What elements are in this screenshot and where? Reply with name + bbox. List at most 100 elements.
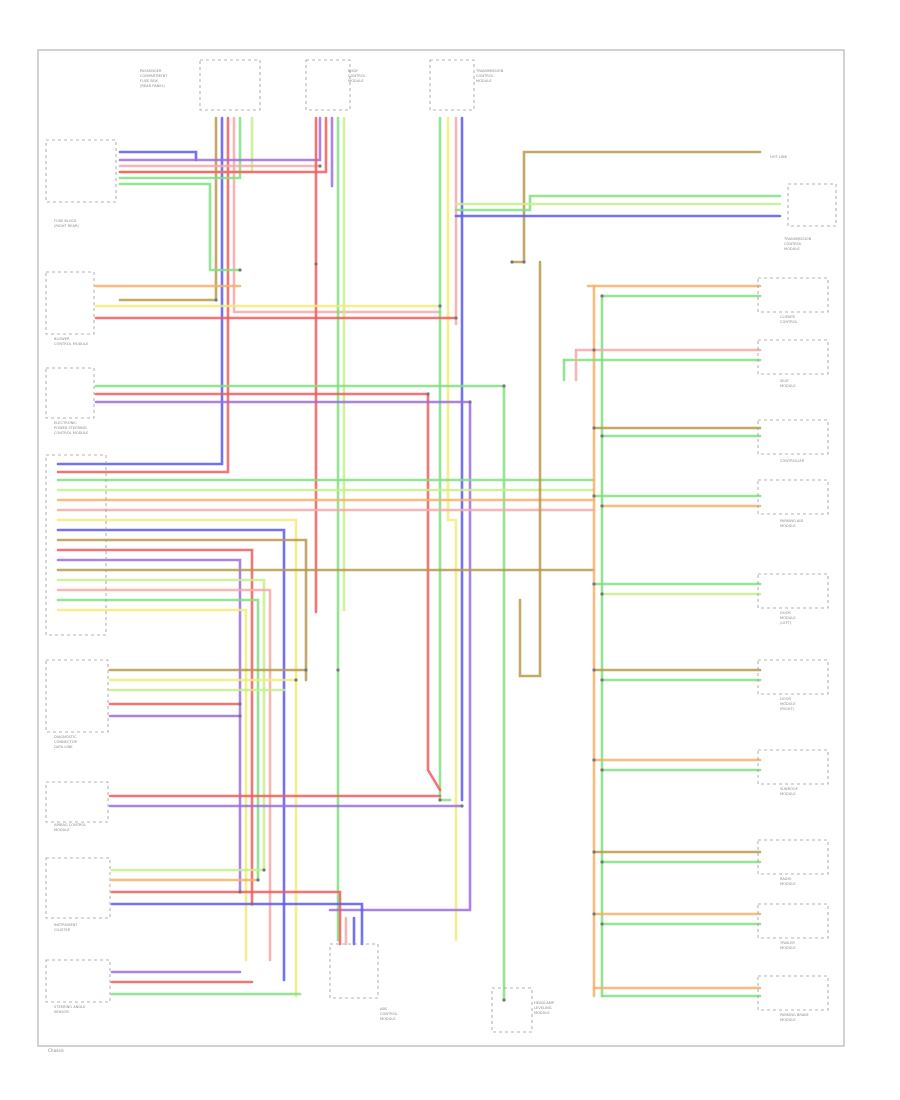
wire-green-b: [118, 182, 242, 272]
wire-lime-d: [56, 578, 266, 872]
component-label-c_top_right: MODULE: [476, 79, 492, 83]
wire-brown-e: [510, 150, 762, 264]
connector-right9: [757, 839, 829, 875]
connector-left4: [45, 454, 107, 636]
component-label-c_right7: MODULE: [780, 702, 796, 706]
splice-dot: [238, 268, 242, 272]
component-label-c_left5: MODULE: [54, 828, 70, 832]
splice-dot: [460, 804, 464, 808]
component-label-c_left2: BLOWER: [54, 337, 70, 341]
splice-dot: [426, 392, 430, 396]
wire-purple-a: [118, 116, 322, 162]
component-label-c_bottom_mid: MODULE: [380, 1017, 396, 1021]
diagram-frame: [37, 49, 845, 1047]
component-label-c_bottom_right: MODULE: [534, 1011, 550, 1015]
connector-right4: [757, 419, 829, 455]
connector-right8: [757, 749, 829, 785]
splice-dot: [502, 384, 506, 388]
wire-green-a: [118, 116, 242, 180]
wire-red-b: [118, 116, 328, 174]
splice-dot: [600, 504, 604, 508]
component-label-c_right11: MODULE: [780, 1018, 796, 1022]
connector-right2: [757, 277, 829, 313]
component-label-c_right10: TRAILER: [779, 941, 795, 945]
splice-dot: [468, 400, 472, 404]
component-label-c_bottom_mid: ABS: [380, 1007, 388, 1011]
component-label-c_bottom_right: LEVELING: [534, 1006, 552, 1010]
wire-lime-a: [118, 116, 254, 174]
splice-dot: [238, 890, 242, 894]
corner-label: Chassis: [48, 1048, 64, 1053]
splice-dot: [336, 668, 340, 672]
wire-purple-c: [94, 400, 472, 912]
component-label-c_right6: MODULE: [780, 616, 796, 620]
splice-dot: [454, 316, 458, 320]
component-label-c_right8: SUNROOF: [780, 787, 798, 791]
component-label-c_right7: DOOR: [780, 697, 791, 701]
connector-left5: [45, 659, 109, 733]
wire-green-g: [56, 598, 260, 882]
wire-red-a: [56, 116, 230, 474]
splice-dot: [592, 912, 596, 916]
splice-dot: [600, 678, 604, 682]
component-label-c_right4: CONTROLLER: [780, 459, 805, 463]
connector-left8: [45, 959, 111, 1003]
component-label-c_left6: CLUSTER: [54, 928, 71, 932]
splice-dot: [600, 768, 604, 772]
component-label-c_right_top: HOT LINK: [770, 155, 788, 159]
connector-right6: [757, 573, 829, 609]
component-label-c_top_mid: CONTROL: [348, 74, 366, 78]
connector-right10: [757, 903, 829, 939]
component-boxes: [45, 59, 837, 1033]
connector-left6: [45, 781, 109, 823]
splice-dot: [294, 678, 298, 682]
component-label-c_left3: CONTROL MODULE: [54, 431, 89, 435]
wire-pink-e: [56, 588, 272, 962]
component-label-c_top_right: CONTROL: [476, 74, 494, 78]
component-label-c_right2: CLIMATE: [780, 315, 796, 319]
component-label-c_right11: PARKING BRAKE: [780, 1013, 810, 1017]
splice-dot: [318, 164, 322, 168]
connector-right11: [757, 975, 829, 1011]
connector-bottom-mid: [329, 943, 379, 999]
connector-left7: [45, 857, 111, 919]
splice-dot: [314, 262, 318, 266]
splice-dot: [522, 260, 526, 264]
wire-group: [56, 116, 782, 1002]
wire-pink-a: [232, 116, 442, 314]
splice-dot: [600, 434, 604, 438]
component-label-c_top_left: FUSE BOX: [140, 79, 158, 83]
connector-right7: [757, 659, 829, 695]
connector-top-left: [199, 59, 261, 111]
splice-dot: [438, 798, 442, 802]
component-label-c_left2: CONTROL MODULE: [54, 342, 89, 346]
splice-dot: [262, 868, 266, 872]
component-label-c_top_left: (REAR PANEL): [140, 84, 166, 88]
splice-dots: [214, 164, 604, 1002]
splice-dot: [214, 298, 218, 302]
connector-bottom-right: [491, 987, 533, 1033]
component-label-c_right3: SEAT: [780, 379, 790, 383]
wire-brown-a: [118, 116, 218, 302]
connector-left1: [45, 139, 117, 203]
component-label-c_top_mid: BODY: [348, 69, 359, 73]
splice-dot: [502, 998, 506, 1002]
component-label-c_right1: TRANSMISSION: [783, 237, 812, 241]
component-label-c_left3: POWER STEERING: [54, 426, 87, 430]
component-label-c_top_left: COMPARTMENT: [140, 74, 168, 78]
component-label-c_right7: (RIGHT): [780, 707, 795, 711]
component-label-c_right5: MODULE: [780, 524, 796, 528]
component-label-c_right8: MODULE: [780, 792, 796, 796]
component-label-c_right6: (LEFT): [780, 621, 792, 625]
splice-dot: [592, 850, 596, 854]
component-label-c_left3: ELECTRONIC: [54, 421, 77, 425]
component-label-c_right6: DOOR: [780, 611, 791, 615]
wire-yellow-d: [56, 608, 248, 962]
component-label-c_bottom_right: HEADLAMP: [534, 1001, 555, 1005]
component-label-c_right10: MODULE: [780, 946, 796, 950]
component-label-c_left4: DIAGNOSTIC: [54, 735, 77, 739]
component-label-c_right9: MODULE: [780, 882, 796, 886]
component-label-c_bottom_mid: CONTROL: [380, 1012, 398, 1016]
connector-right3: [757, 339, 829, 375]
